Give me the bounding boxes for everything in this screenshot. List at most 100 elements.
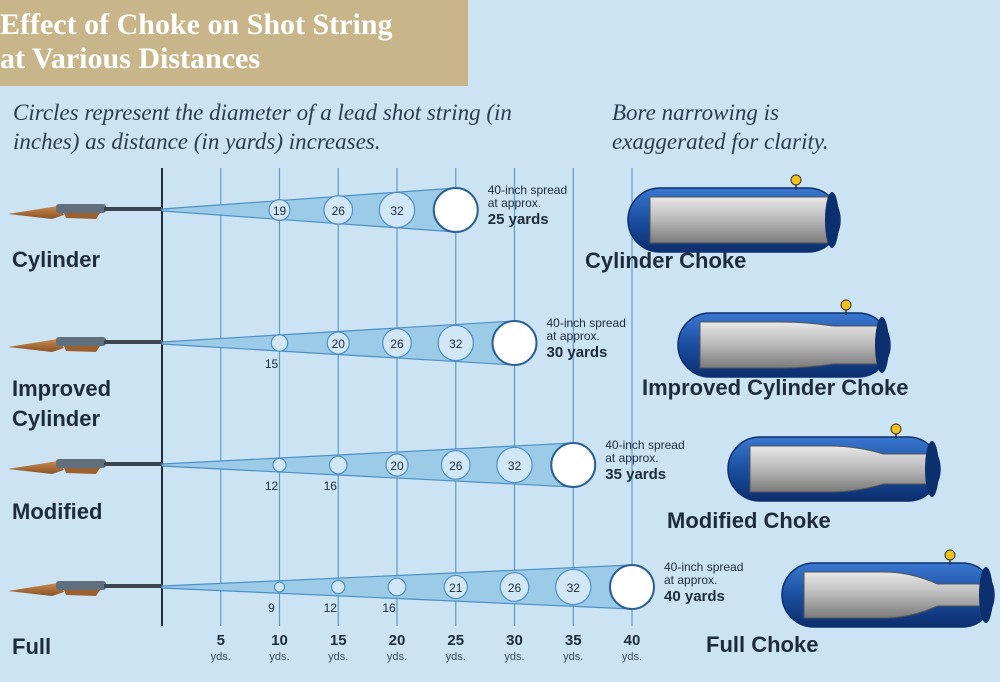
choke-tube-icon: [627, 174, 841, 253]
distance-tick-label: 20: [388, 632, 406, 649]
shot-diameter-label: 12: [324, 601, 338, 615]
distance-tick-label: 30: [506, 632, 523, 649]
shot-circle: [437, 324, 474, 362]
gun-stock: [8, 339, 64, 352]
title-band: Effect of Choke on Shot String at Variou…: [0, 0, 468, 86]
shot-circle: [323, 195, 354, 225]
caption-left-line-2: inches) as distance (in yards) increases…: [13, 129, 381, 154]
title-line-2: at Various Distances: [0, 42, 261, 75]
distance-unit-label: yds.: [445, 651, 466, 663]
choke-label: Full Choke: [706, 632, 819, 657]
shot-circle: [273, 581, 286, 593]
caption-right-line-1: Bore narrowing is: [612, 100, 779, 125]
gun-label: Full: [12, 634, 52, 659]
shot-circle: [609, 564, 655, 610]
shot-diameter-label: 26: [390, 337, 404, 351]
spread-yards: 25 yards: [487, 211, 549, 228]
shot-diameter-label: 32: [390, 204, 404, 218]
shot-diameter-label: 20: [332, 337, 346, 351]
gun-stock: [8, 583, 64, 596]
choke-muzzle: [875, 317, 889, 373]
distance-tick-label: 25: [447, 632, 465, 649]
shot-diameter-label: 26: [508, 581, 522, 595]
shot-circle: [378, 191, 416, 229]
shot-diameter-label: 20: [390, 459, 404, 473]
gun-forend: [64, 346, 100, 352]
title-line-1: Effect of Choke on Shot String: [0, 8, 393, 41]
distance-tick-label: 40: [623, 632, 641, 649]
gun-label: Cylinder: [12, 247, 101, 272]
approx-text: at approx.: [664, 573, 718, 587]
distance-unit-label: yds.: [386, 651, 408, 663]
shot-diameter-label: 19: [273, 204, 287, 218]
choke-label: Cylinder Choke: [585, 248, 747, 273]
gun-receiver: [56, 581, 106, 590]
shotgun-icon: [8, 581, 162, 596]
shotgun-icon: [8, 337, 162, 352]
distance-tick-label: 35: [564, 632, 582, 649]
shot-circle: [331, 579, 346, 595]
shot-diameter-label: 26: [332, 204, 346, 218]
distance-tick-label: 10: [271, 632, 288, 649]
distance-tick-label: 5: [216, 632, 225, 649]
gun-stock: [8, 461, 64, 474]
shot-diameter-label: 26: [449, 459, 463, 473]
gun-barrel: [104, 340, 162, 344]
choke-bore-cutaway: [699, 321, 879, 369]
shotgun-icon: [8, 459, 162, 474]
shot-circle: [443, 574, 468, 600]
choke-muzzle: [979, 567, 993, 623]
shot-diameter-label: 12: [265, 479, 279, 493]
shot-diameter-label: 16: [324, 479, 338, 493]
choke-bore-cutaway: [649, 196, 829, 244]
gun-label: Improved: [12, 376, 112, 401]
spread-text: 40-inch spread: [487, 183, 568, 197]
distance-unit-label: yds.: [504, 651, 525, 663]
bead-sight-icon: [944, 549, 956, 561]
choke-tube-icon: [677, 299, 891, 378]
bead-sight-icon: [840, 299, 852, 311]
gun-receiver: [56, 337, 106, 346]
distance-unit-label: yds.: [328, 651, 349, 663]
shot-circle: [499, 572, 530, 602]
spread-yards: 30 yards: [546, 344, 608, 361]
distance-tick-label: 15: [329, 632, 347, 649]
shot-circle: [270, 334, 289, 352]
shot-circle: [328, 455, 348, 475]
shot-circle: [272, 457, 287, 473]
gun-barrel: [104, 207, 162, 211]
gun-label: Modified: [12, 499, 103, 524]
shot-circle: [385, 453, 409, 477]
shot-circle: [268, 198, 291, 222]
choke-muzzle: [925, 441, 939, 497]
shot-circle: [440, 450, 471, 480]
shot-circle: [326, 331, 350, 355]
shot-diameter-label: 9: [268, 601, 275, 615]
spread-yards: 35 yards: [605, 466, 667, 483]
choke-row: 19 26 32: [8, 187, 479, 233]
approx-text: at approx.: [605, 451, 659, 465]
choke-tube-icon: [727, 423, 941, 502]
approx-text: at approx.: [546, 329, 600, 343]
spread-text: 40-inch spread: [605, 438, 685, 452]
caption-left-line-1: Circles represent the diameter of a lead…: [13, 100, 512, 125]
bead-sight-icon: [790, 174, 802, 186]
gun-barrel: [104, 584, 162, 588]
distance-unit-label: yds.: [269, 651, 290, 663]
shot-diameter-label: 16: [382, 601, 396, 615]
gun-receiver: [56, 204, 106, 213]
choke-tube-icon: [781, 549, 995, 628]
gun-label: Cylinder: [12, 406, 101, 431]
gun-barrel: [104, 462, 162, 466]
spread-yards: 40 yards: [664, 588, 725, 605]
shot-circle: [555, 568, 592, 606]
gun-forend: [64, 213, 100, 219]
spread-text: 40-inch spread: [546, 316, 626, 330]
